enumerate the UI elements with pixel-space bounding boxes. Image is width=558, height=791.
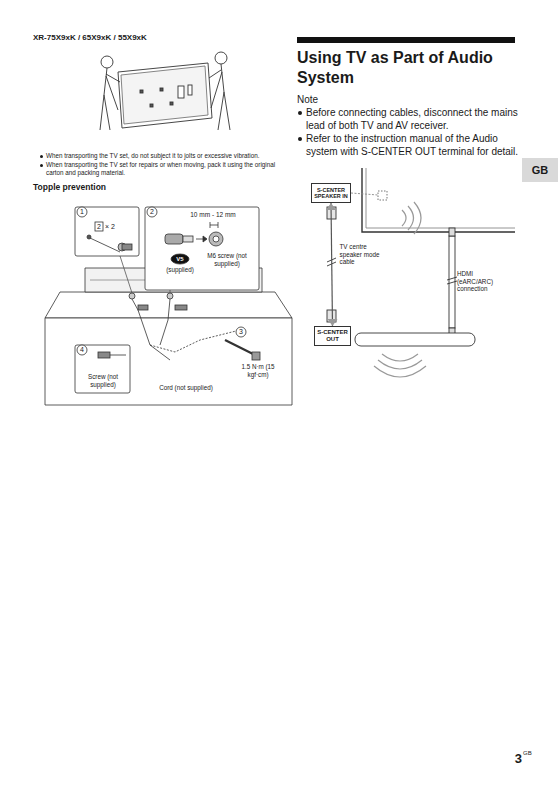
connection-label: HDMI (eARC/ARC) connection — [457, 270, 509, 293]
note-heading: Note — [297, 94, 357, 106]
cable-line — [331, 203, 333, 326]
terminal-box: S-CENTER OUT — [314, 326, 351, 346]
note-text: Refer to the instruction manual of the A… — [306, 132, 528, 158]
part-name: Cord (not supplied) — [156, 384, 216, 392]
quantity-icon: 2 — [95, 222, 103, 231]
bullet-dot — [40, 164, 43, 167]
part-name: M6 screw (not supplied) — [198, 252, 256, 268]
callout-number: 1 — [76, 207, 88, 217]
audio-illustration — [327, 168, 515, 377]
carry-illustration — [100, 52, 230, 130]
quantity-text: × 2 — [105, 222, 125, 231]
note-text: When transporting the TV set for repairs… — [46, 161, 278, 177]
terminal-box: S-CENTER SPEAKER IN — [311, 183, 351, 203]
cable-label: TV centre speaker mode cable — [340, 243, 382, 266]
page-number: 3 — [512, 751, 522, 766]
part-name: Screw (not supplied) — [76, 373, 130, 389]
bullet-dot — [298, 111, 302, 115]
cable-connector — [326, 203, 338, 326]
page-title: Using TV as Part of Audio System — [297, 48, 522, 88]
page-suffix: GB — [523, 750, 537, 757]
bullet-dot — [40, 155, 43, 158]
node-text: GB — [532, 164, 549, 177]
note-text: When transporting the TV set, do not sub… — [46, 152, 278, 160]
node-text: S-CENTER OUT — [317, 329, 348, 343]
note-text: Before connecting cables, disconnect the… — [306, 106, 528, 132]
bullet-dot — [298, 137, 302, 141]
arrow-head — [326, 203, 336, 210]
title-bar — [297, 37, 515, 43]
language-tab: GB — [522, 158, 558, 182]
node-text: S-CENTER SPEAKER IN — [314, 187, 348, 200]
part-note: (supplied) — [158, 266, 202, 274]
callout-number: 4 — [76, 345, 88, 355]
callout-number: 2 — [146, 207, 158, 217]
arrow-head — [328, 319, 338, 326]
torque-value: 1.5 N·m (15 kgf·cm) — [236, 363, 280, 379]
model-heading: XR-75X9xK / 65X9xK / 55X9xK — [33, 33, 253, 43]
dimension: 10 mm - 12 mm — [178, 211, 248, 219]
topple-illustration — [45, 207, 292, 405]
callout-number: 3 — [235, 327, 247, 337]
section-heading: Topple prevention — [33, 182, 183, 192]
part-badge: V5 — [171, 255, 189, 263]
